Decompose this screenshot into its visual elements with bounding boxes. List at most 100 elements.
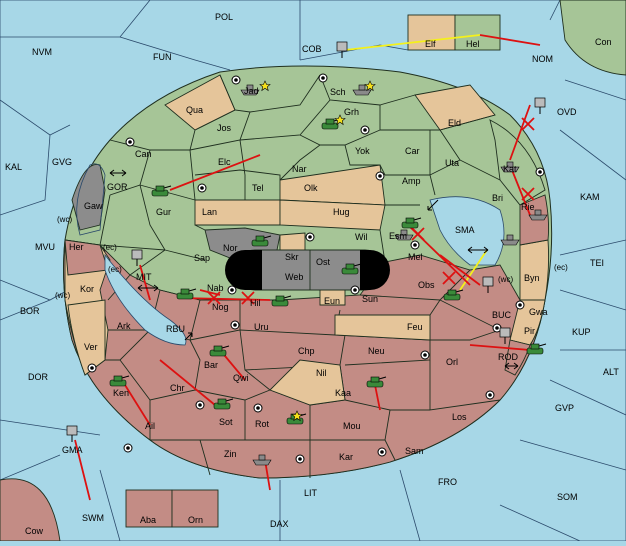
land-label-olk: Olk <box>304 183 318 193</box>
sea-label-nvm: NVM <box>32 47 52 57</box>
land-label-uru: Uru <box>254 322 269 332</box>
land-label-kat: Kat <box>503 164 517 174</box>
coast-label-ec3: (ec) <box>554 263 568 272</box>
land-label-yok: Yok <box>355 146 370 156</box>
supply-center-marker <box>420 350 430 360</box>
land-label-ark: Ark <box>117 321 131 331</box>
territory-borders <box>99 74 501 478</box>
land-label-car: Car <box>405 146 420 156</box>
build-star-jad <box>259 80 271 92</box>
coast-label-ec2: (ec) <box>108 265 122 274</box>
supply-center-marker <box>231 75 241 85</box>
build-star-sch <box>364 80 376 92</box>
land-label-tel: Tel <box>252 183 264 193</box>
land-label-nor: Nor <box>223 243 238 253</box>
army-pir <box>526 343 547 355</box>
land-label-nil: Nil <box>316 368 327 378</box>
order-sign-buc <box>482 276 494 293</box>
land-label-obs: Obs <box>418 280 435 290</box>
land-label-esm: Esm <box>389 231 407 241</box>
land-label-chp: Chp <box>298 346 315 356</box>
territory-orn <box>171 489 219 528</box>
land-label-uta: Uta <box>445 158 459 168</box>
supply-center-marker <box>227 285 237 295</box>
land-label-rot: Rot <box>255 419 270 429</box>
land-label-orn: Orn <box>188 515 203 525</box>
supply-center-marker <box>377 447 387 457</box>
land-label-her: Her <box>69 242 84 252</box>
land-label-nab: Nab <box>207 283 224 293</box>
territory-nil <box>269 359 346 406</box>
army-nor <box>251 235 272 247</box>
land-label-jad: Jad <box>244 86 259 96</box>
land-label-kaa: Kaa <box>335 388 351 398</box>
supply-center-marker <box>350 285 360 295</box>
land-label-bar: Bar <box>204 360 218 370</box>
coast-label-wc1: (wc) <box>57 215 72 224</box>
army-obs <box>443 289 464 301</box>
supply-center-marker <box>230 320 240 330</box>
fleet-kat <box>500 161 520 173</box>
supply-center-marker <box>195 400 205 410</box>
sea-label-mit: MIT <box>136 272 152 282</box>
land-label-hel: Hel <box>466 39 480 49</box>
land-label-kor: Kor <box>80 284 94 294</box>
army-gur <box>151 185 172 197</box>
build-star-rot <box>291 410 303 422</box>
land-label-sch: Sch <box>330 87 346 97</box>
sea-label-buc: BUC <box>492 310 512 320</box>
land-label-ail: Ail <box>145 421 155 431</box>
land-label-web: Web <box>285 272 303 282</box>
land-label-rie: Rie <box>521 202 535 212</box>
sea-label-rbu: RBU <box>166 324 185 334</box>
sea-label-alt: ALT <box>603 367 619 377</box>
land-label-gur: Gur <box>156 207 171 217</box>
sea-label-gvg: GVG <box>52 157 72 167</box>
land-label-elf: Elf <box>425 39 436 49</box>
army-sot <box>213 398 234 410</box>
land-label-ost: Ost <box>316 257 331 267</box>
sea-label-dax: DAX <box>270 519 289 529</box>
land-label-hug: Hug <box>333 207 350 217</box>
land-label-pir: Pir <box>524 326 535 336</box>
land-label-eld: Eld <box>448 118 461 128</box>
fleet-jad <box>240 84 260 96</box>
land-label-nog: Nog <box>212 302 229 312</box>
sea-label-ovd: OVD <box>557 107 577 117</box>
sea-label-cob: COB <box>302 44 322 54</box>
fleet-bri <box>500 234 520 246</box>
failed-order-crosses <box>207 117 535 305</box>
army-hil <box>271 295 292 307</box>
supply-center-marker <box>295 454 305 464</box>
land-label-eun: Eun <box>324 296 340 306</box>
army-ken <box>109 375 130 387</box>
sea-label-fro: FRO <box>438 477 457 487</box>
land-label-hil: Hil <box>250 298 261 308</box>
land-label-sun: Sun <box>362 294 378 304</box>
fleet-sch <box>352 84 372 96</box>
order-sign-gma <box>66 425 78 442</box>
sea-label-bor: BOR <box>20 306 40 316</box>
units <box>66 41 548 466</box>
sea-label-dor: DOR <box>28 372 49 382</box>
hub-east <box>360 250 390 290</box>
land-label-aba: Aba <box>140 515 156 525</box>
supply-center-marker <box>253 403 263 413</box>
land-label-gwa: Gwa <box>529 307 548 317</box>
land-label-bri: Bri <box>492 193 503 203</box>
sea-label-pol: POL <box>215 12 233 22</box>
sea-label-swm: SWM <box>82 513 104 523</box>
supply-center-marker <box>87 363 97 373</box>
army-bar <box>209 345 230 357</box>
land-label-ver: Ver <box>84 342 98 352</box>
land-label-orl: Orl <box>446 357 458 367</box>
supply-center-marker <box>360 125 370 135</box>
land-label-mou: Mou <box>343 421 361 431</box>
sea-label-tei: TEI <box>590 258 604 268</box>
sea-label-kup: KUP <box>572 327 591 337</box>
sea-label-fun: FUN <box>153 52 172 62</box>
land-label-qua: Qua <box>186 105 203 115</box>
sea-label-som: SOM <box>557 492 578 502</box>
land-label-qwi: Qwi <box>233 373 249 383</box>
